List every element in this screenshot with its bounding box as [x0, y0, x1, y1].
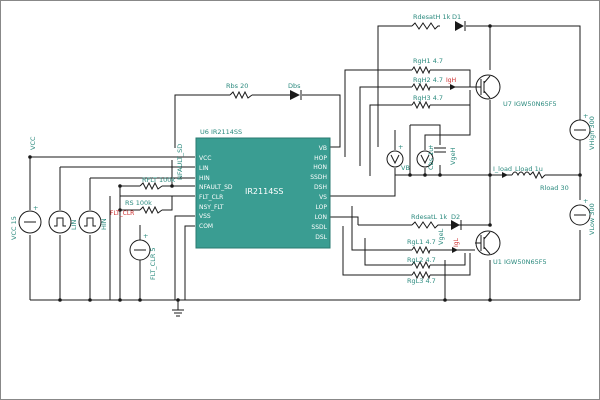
ground-icon: [172, 309, 184, 317]
pin-hop: HOP: [314, 155, 327, 162]
resistor-rgl1: [411, 245, 431, 255]
pin-lon: LON: [315, 214, 327, 221]
voltage-source-vcc-icon: [18, 210, 42, 234]
label-rs: RS 100k: [125, 199, 152, 207]
wires: [29, 25, 581, 310]
pin-vss: VSS: [199, 213, 211, 220]
label-vhigh: VHigh 300: [588, 116, 596, 150]
iload-arrow-icon: [502, 172, 508, 178]
resistor-rs: [139, 205, 163, 215]
pin-hin: HIN: [199, 175, 210, 182]
diode-d2-icon: [451, 220, 462, 230]
resistor-rdesat-l: [411, 221, 440, 229]
label-flt-clr-src: FLT_CLR 5: [149, 247, 157, 280]
label-lin: LIN: [70, 219, 78, 230]
label-nfault-sd: NFAULT_SD: [176, 144, 184, 180]
pin-vs: VS: [319, 194, 327, 201]
label-igl: IgL: [453, 237, 460, 247]
junction-dots: [28, 24, 582, 302]
label-dbs: Dbs: [288, 82, 301, 90]
label-rflt: RFLT 100k: [142, 176, 175, 184]
plus-vlow: +: [583, 197, 588, 205]
pin-flt-clr: FLT_CLR: [199, 194, 223, 201]
pin-lop: LOP: [316, 204, 328, 211]
resistor-rgh3: [411, 100, 431, 110]
label-rgl2: RgL2 4.7: [407, 256, 436, 264]
resistor-rgl2: [411, 260, 431, 270]
resistor-rload: [529, 170, 546, 180]
voltage-source-vlow-icon: [569, 204, 591, 226]
pin-nsy-flt: NSY_FLT: [199, 204, 224, 211]
voltmeter-vb-icon: [386, 150, 404, 168]
label-hin: HIN: [100, 218, 108, 230]
pin-vb: VB: [319, 145, 327, 152]
igbt-u7-icon: [475, 74, 501, 100]
label-rgh1: RgH1 4.7: [413, 57, 443, 65]
label-vb: VB: [401, 164, 410, 172]
igh-arrow-icon: [450, 84, 456, 90]
pin-dsl: DSL: [315, 234, 327, 241]
label-i-load: I_load: [493, 165, 512, 173]
label-u7: U7 IGW50N65F5: [503, 100, 557, 108]
label-flt-clr: FLT_CLR: [110, 210, 134, 217]
inductor-lload: [511, 171, 531, 177]
igbt-u1-icon: [475, 230, 501, 256]
voltage-source-flt-clr-icon: [129, 239, 151, 261]
label-vcc-src: VCC 15: [10, 216, 18, 240]
label-rgl1: RgL1 4.7: [407, 238, 436, 246]
label-igh: IgH: [446, 77, 456, 84]
pulse-source-hin-icon: [78, 210, 102, 234]
chip-title: IR2114SS: [245, 187, 283, 196]
plus-vcc: +: [33, 204, 38, 212]
label-rgl3: RgL3 4.7: [407, 277, 436, 285]
label-rgh3: RgH3 4.7: [413, 94, 443, 102]
resistor-rflt: [139, 181, 163, 191]
igl-arrow-icon: [452, 247, 458, 253]
label-vlow: VLow 300: [588, 203, 596, 235]
label-rload: Rload 30: [540, 184, 569, 192]
pin-com: COM: [199, 223, 213, 230]
voltage-source-vhigh-icon: [569, 119, 591, 141]
labels: RdesatH 1k D1 RgH1 4.7 RgH2 4.7 IgH RgH3…: [10, 13, 596, 285]
pulse-source-lin-icon: [48, 210, 72, 234]
diode-d1-icon: [455, 21, 466, 31]
label-rbs: Rbs 20: [226, 82, 248, 90]
plus-flt-clr: +: [143, 232, 148, 240]
label-rdesat-l: RdesatL 1k: [411, 213, 447, 221]
pin-vcc: VCC: [199, 155, 211, 162]
pin-ssdl: SSDL: [311, 224, 327, 231]
resistor-rgh2: [411, 82, 445, 92]
label-vgeh: VgeH: [449, 147, 457, 165]
voltmeter-vgeh-icon: [416, 150, 434, 168]
plus-vgeh: +: [428, 143, 433, 151]
pin-dsh: DSH: [314, 184, 327, 191]
resistor-rbs: [229, 90, 253, 100]
label-vgel: VgeL: [437, 228, 445, 245]
label-lload: Lload 1u: [515, 165, 543, 173]
diode-dbs-icon: [290, 90, 302, 100]
chip-ref: U6 IR2114SS: [200, 128, 242, 136]
label-cbs: Cbs 1u: [427, 148, 435, 170]
plus-vb: +: [398, 143, 403, 151]
resistor-rdesat-h: [411, 22, 440, 30]
pin-hon: HON: [313, 164, 327, 171]
resistors: [139, 22, 546, 280]
plus-vhigh: +: [583, 112, 588, 120]
capacitor-cbs-icon: [434, 147, 446, 153]
pin-ssdh: SSDH: [310, 174, 327, 181]
pin-nfault-sd: NFAULT_SD: [199, 184, 233, 191]
pin-lin: LIN: [199, 165, 209, 172]
label-rdesat-h: RdesatH 1k: [413, 13, 451, 21]
label-vcc-node: VCC: [29, 136, 37, 150]
label-d1: D1: [452, 13, 461, 21]
resistor-rgl3: [411, 270, 431, 280]
resistor-rgh1: [411, 65, 431, 75]
label-d2: D2: [451, 213, 460, 221]
driver-ic[interactable]: U6 IR2114SS IR2114SS VCC LIN HIN NFAULT_…: [195, 128, 331, 249]
label-rgh2: RgH2 4.7: [413, 76, 443, 84]
label-u1: U1 IGW50N65F5: [493, 258, 547, 266]
